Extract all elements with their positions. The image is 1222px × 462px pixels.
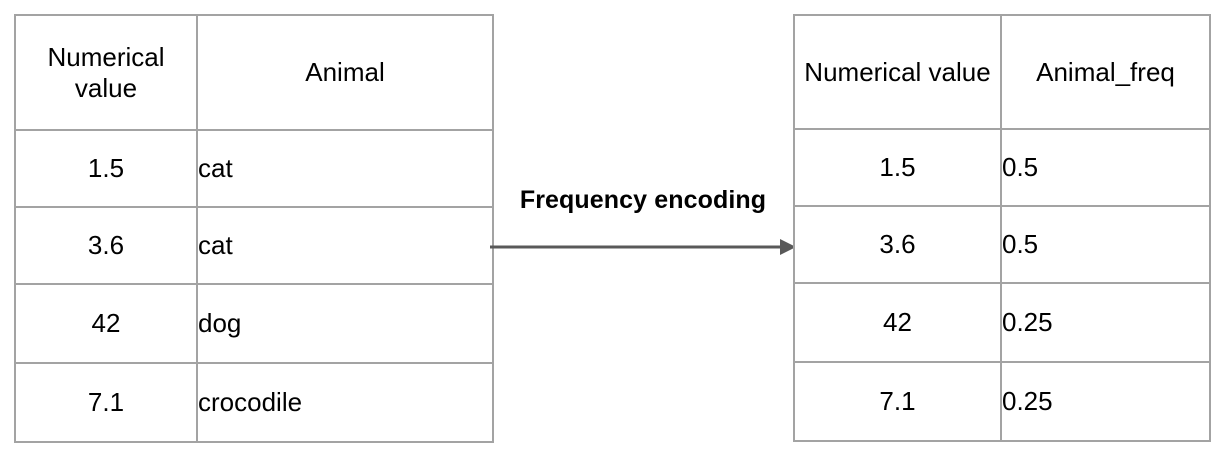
result-cell-numerical-value: 7.1: [793, 361, 1002, 442]
result-table: Numerical value Animal_freq 1.5 0.5 3.6 …: [793, 14, 1211, 442]
table-row: 7.1 0.25: [793, 361, 1211, 442]
source-table: Numerical value Animal 1.5 cat 3.6 cat 4…: [14, 14, 494, 443]
table-header-row: Numerical value Animal: [14, 14, 494, 131]
result-cell-numerical-value: 1.5: [793, 128, 1002, 207]
arrow-right-icon: [490, 239, 796, 255]
source-header-numerical-value: Numerical value: [14, 14, 198, 131]
result-cell-animal-freq: 0.5: [1000, 205, 1211, 284]
result-cell-animal-freq: 0.25: [1000, 361, 1211, 442]
result-cell-numerical-value: 3.6: [793, 205, 1002, 284]
source-cell-animal: cat: [196, 206, 494, 285]
table-row: 1.5 cat: [14, 129, 494, 208]
source-header-animal: Animal: [196, 14, 494, 131]
table-header-row: Numerical value Animal_freq: [793, 14, 1211, 130]
result-header-numerical-value: Numerical value: [793, 14, 1002, 130]
source-cell-animal: cat: [196, 129, 494, 208]
source-cell-numerical-value: 1.5: [14, 129, 198, 208]
result-cell-animal-freq: 0.5: [1000, 128, 1211, 207]
source-cell-numerical-value: 7.1: [14, 362, 198, 443]
source-cell-animal: crocodile: [196, 362, 494, 443]
table-row: 3.6 0.5: [793, 205, 1211, 284]
result-cell-animal-freq: 0.25: [1000, 282, 1211, 363]
result-header-animal-freq: Animal_freq: [1000, 14, 1211, 130]
table-row: 42 0.25: [793, 282, 1211, 363]
transform-annotation: Frequency encoding: [488, 186, 798, 266]
transform-label: Frequency encoding: [519, 186, 767, 214]
table-row: 1.5 0.5: [793, 128, 1211, 207]
result-cell-numerical-value: 42: [793, 282, 1002, 363]
source-cell-numerical-value: 42: [14, 283, 198, 364]
table-row: 42 dog: [14, 283, 494, 364]
table-row: 7.1 crocodile: [14, 362, 494, 443]
source-cell-numerical-value: 3.6: [14, 206, 198, 285]
table-row: 3.6 cat: [14, 206, 494, 285]
source-cell-animal: dog: [196, 283, 494, 364]
